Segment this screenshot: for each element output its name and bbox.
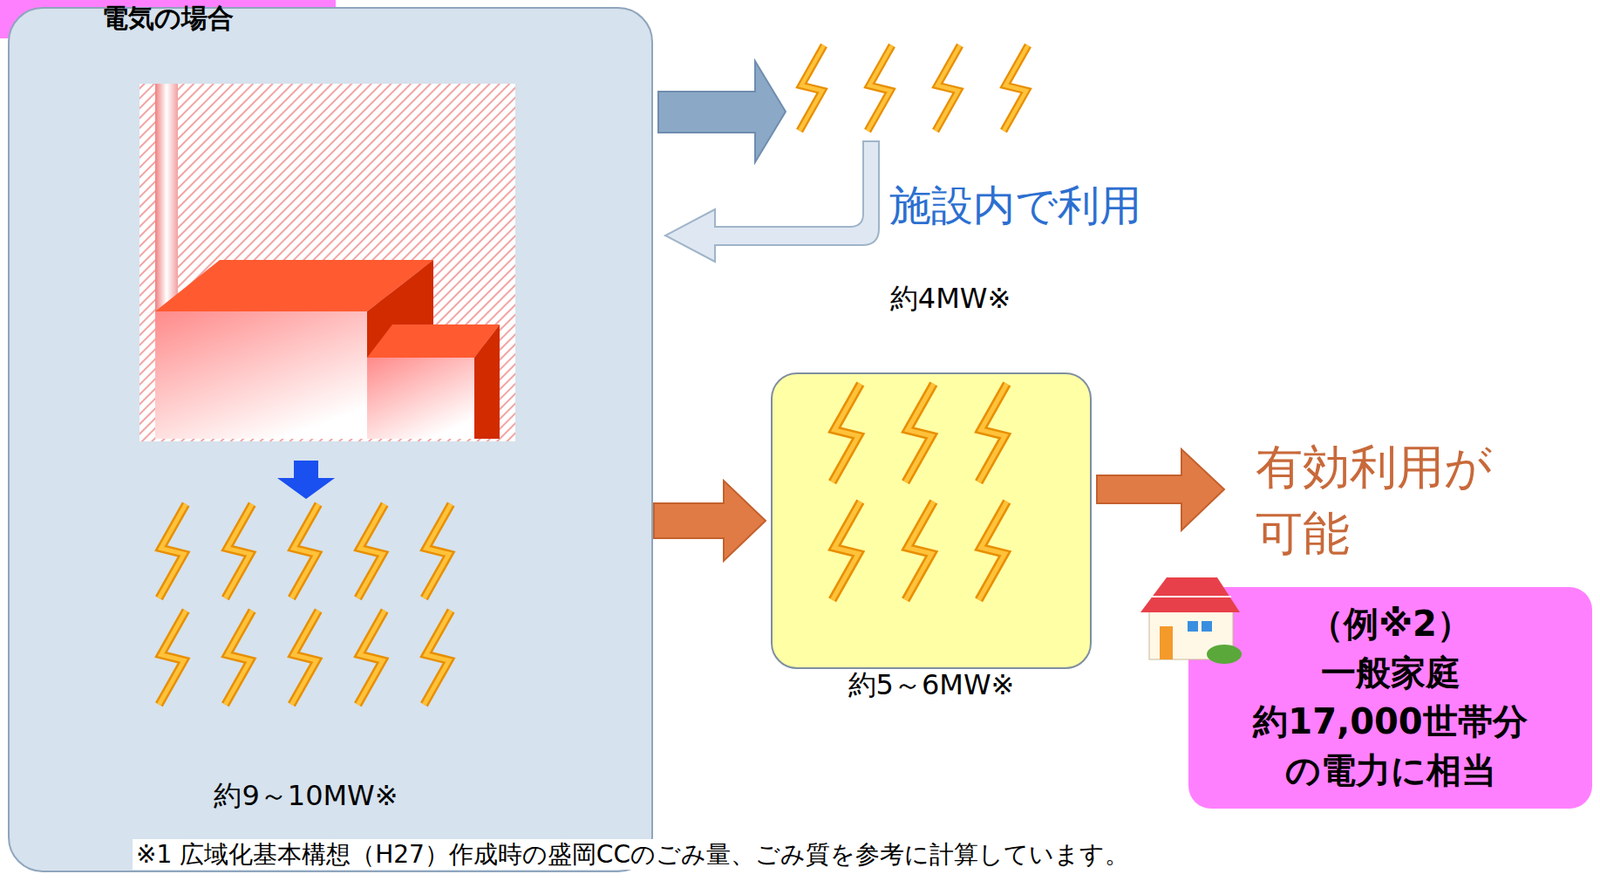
lightning-bolt	[357, 503, 385, 599]
usage-label: 施設内で利用	[889, 178, 1142, 232]
wall-front	[155, 311, 368, 439]
bolt-outline	[832, 383, 861, 483]
bolt-core	[224, 503, 252, 599]
value-label: 約4MW※	[871, 280, 1029, 316]
bolt-core	[423, 610, 451, 705]
node-text: 一般家庭 約17,000世帯分 の電力に相当	[1233, 647, 1548, 795]
bolt-outline	[158, 610, 186, 705]
lightning-bolt	[291, 503, 319, 599]
bolt-core	[905, 501, 934, 600]
lightning-bolt	[291, 610, 319, 705]
flow-arrow	[653, 480, 766, 561]
bolt-core	[935, 45, 960, 131]
bolt-core	[867, 45, 892, 131]
lightning-bolt	[158, 610, 186, 705]
bolt-core	[158, 610, 186, 705]
bolt-core	[158, 503, 186, 599]
bolt-outline	[357, 610, 385, 705]
output-arrow	[658, 61, 786, 163]
house-window	[1187, 620, 1199, 632]
node-heading: 約9～10MW※	[9, 777, 603, 813]
lightning-bolt	[158, 503, 186, 599]
lightning-bolt	[979, 501, 1008, 600]
factory-illustration	[139, 83, 516, 442]
house-bush	[1206, 644, 1242, 664]
bolt-outline	[979, 383, 1008, 483]
bolt-outline	[158, 503, 186, 599]
usage-label: 有効利用が 可能	[1255, 434, 1553, 566]
return-arrow	[665, 141, 879, 262]
lightning-bolt	[357, 610, 385, 705]
lightning-bolt	[224, 610, 252, 705]
lightning-bolt	[905, 501, 934, 600]
bolt-core	[979, 383, 1008, 483]
bolt-core	[979, 501, 1008, 600]
bolt-core	[291, 503, 319, 599]
bolt-outline	[979, 501, 1008, 600]
bolt-outline	[224, 503, 252, 599]
bolt-core	[423, 503, 451, 599]
lightning-bolt	[935, 45, 960, 131]
house-icon	[1140, 577, 1242, 664]
lightning-bolt	[224, 503, 252, 599]
node-heading: 電気の場合	[8, 1, 327, 35]
bolt-core	[224, 610, 252, 705]
bolt-core	[357, 610, 385, 705]
bolt-outline	[1003, 45, 1029, 131]
bolt-core	[1003, 45, 1029, 131]
node-heading: （例※2）	[1197, 599, 1584, 648]
lightning-bolt	[832, 383, 861, 483]
lightning-bolt	[423, 503, 451, 599]
bolt-outline	[832, 501, 861, 600]
bolt-core	[291, 610, 319, 705]
bolt-outline	[799, 45, 824, 131]
lightning-bolt	[832, 501, 861, 600]
footnote: ※1 広域化基本構想（H27）作成時の盛岡CCのごみ量、ごみ質を参考に計算してい…	[132, 838, 1133, 870]
annex-side	[474, 324, 500, 439]
bolt-outline	[867, 45, 892, 131]
bolt-outline	[291, 610, 319, 705]
lightning-bolt	[905, 383, 934, 483]
house-roof	[1140, 577, 1240, 613]
example-box: （例※2）一般家庭 約17,000世帯分 の電力に相当	[1188, 586, 1593, 809]
lightning-bolt	[867, 45, 892, 131]
bolt-outline	[935, 45, 960, 131]
surplus-box: 約5～6MW※	[770, 372, 1092, 669]
bolt-core	[357, 503, 385, 599]
output-arrow	[1096, 449, 1225, 531]
bolt-outline	[423, 610, 451, 705]
house-door	[1159, 626, 1173, 660]
bolt-outline	[905, 383, 934, 483]
down-arrow	[277, 460, 335, 499]
roof-stripe	[1149, 595, 1232, 598]
factory-background	[139, 83, 516, 442]
lightning-bolt	[423, 610, 451, 705]
bolt-core	[905, 383, 934, 483]
lightning-bolt	[799, 45, 824, 131]
node-heading: 約5～6MW※	[772, 667, 1090, 702]
lightning-bolt	[979, 383, 1008, 483]
heading-tab: 電気の場合	[0, 0, 336, 39]
lightning-bolt	[1003, 45, 1029, 131]
lightning-bolts	[158, 45, 1029, 705]
bolt-outline	[291, 503, 319, 599]
annex-front	[367, 357, 475, 439]
chimney	[155, 83, 178, 313]
bolt-core	[832, 501, 861, 600]
bolt-core	[832, 383, 861, 483]
bolt-outline	[423, 503, 451, 599]
bolt-core	[799, 45, 824, 131]
bolt-outline	[905, 501, 934, 600]
bolt-outline	[224, 610, 252, 705]
house-window	[1201, 620, 1212, 632]
bolt-outline	[357, 503, 385, 599]
